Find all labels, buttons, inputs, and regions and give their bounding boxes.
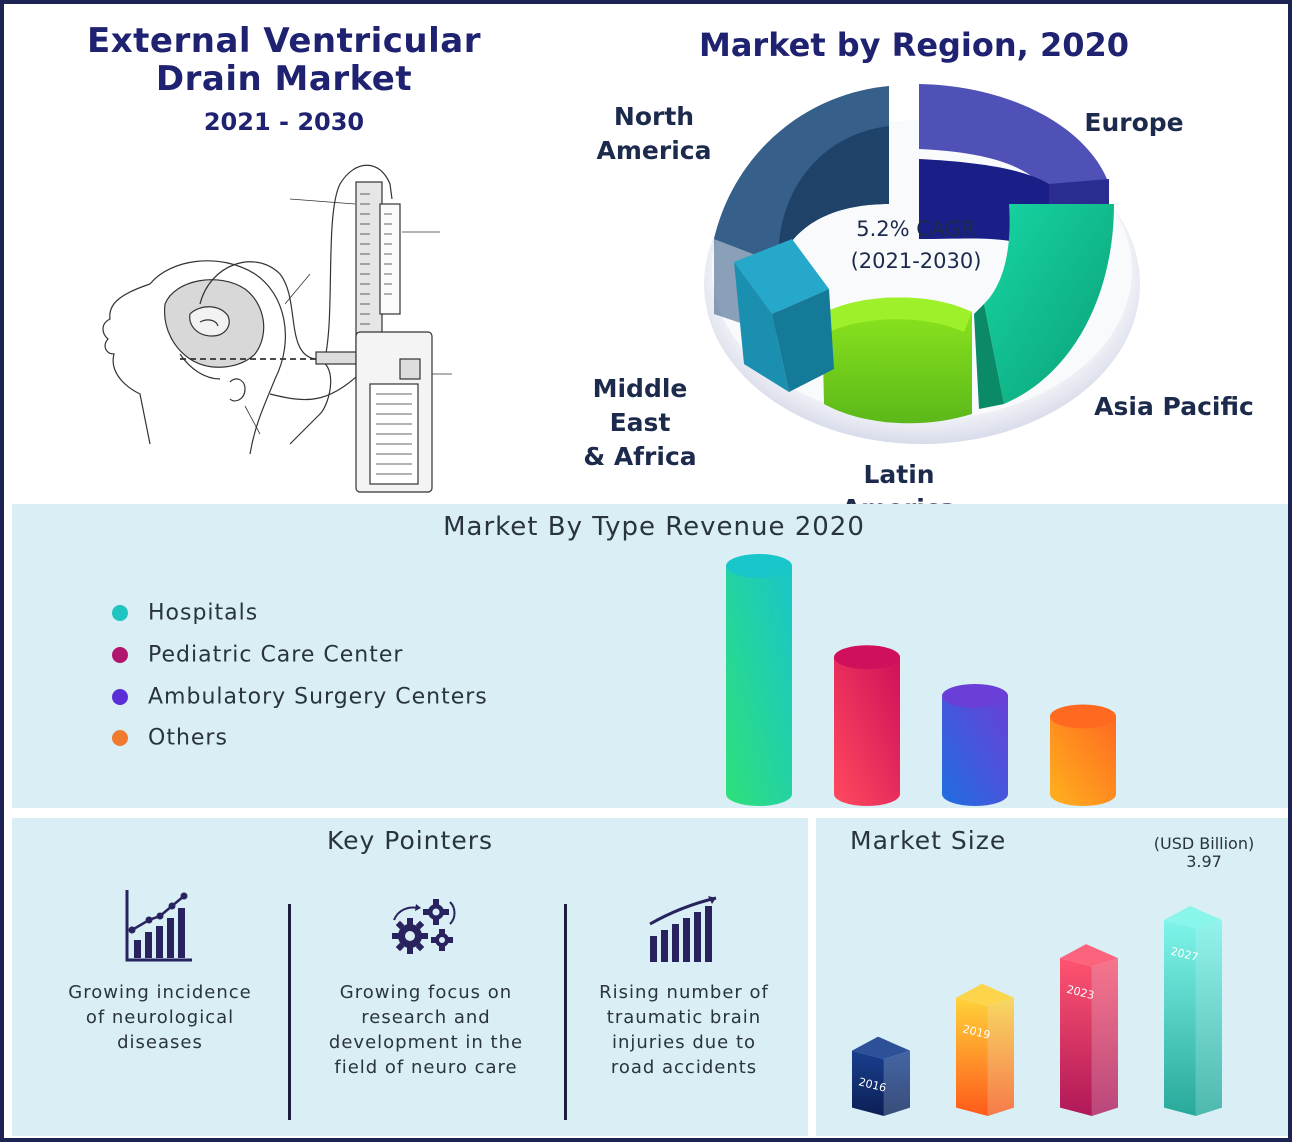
legend-dot-others: [112, 730, 128, 746]
type-bar-others: [1050, 716, 1116, 806]
size-bar-top-2023: [1060, 944, 1118, 967]
legend-item-ambulatory-surgery-centers: Ambulatory Surgery Centers: [112, 684, 488, 714]
pointer-divider-1: [288, 904, 291, 1120]
size-bar-front-2019: [956, 997, 988, 1116]
size-bar-front-2016: [852, 1050, 884, 1116]
type-revenue-cylinder-chart: [726, 554, 1116, 806]
key-pointer-2: Growing focus on research and developmen…: [328, 982, 524, 1078]
size-bar-side-2027: [1195, 920, 1222, 1116]
title-line-2: Drain Market: [155, 59, 413, 99]
region-donut-chart: 5.2% CAGR (2021-2030): [704, 84, 1140, 444]
market-size-2027-value: 3.97: [1186, 852, 1222, 871]
gears-icon: [392, 899, 456, 954]
legend-dot-hospitals: [112, 605, 128, 621]
evd-device-illustration: [102, 164, 452, 493]
type-bar-top-ambulatory-surgery-centers: [942, 683, 1008, 708]
type-bar-top-pediatric-care-center: [834, 645, 900, 670]
type-bar-ambulatory-surgery-centers: [942, 695, 1008, 806]
legend-dot-pediatric-care-center: [112, 647, 128, 663]
region-chart-title: Market by Region, 2020: [698, 26, 1130, 64]
legend-dot-ambulatory-surgery-centers: [112, 689, 128, 705]
legend-item-others: Others: [112, 725, 228, 755]
size-bar-side-2016: [883, 1050, 910, 1116]
label-middle-east-africa: Middle East & Africa: [583, 374, 697, 471]
type-revenue-title: Market By Type Revenue 2020: [443, 512, 865, 542]
pointer-divider-2: [564, 904, 567, 1120]
size-bar-top-2019: [956, 983, 1014, 1007]
size-bar-front-2027: [1164, 920, 1196, 1116]
legend-item-pediatric-care-center: Pediatric Care Center: [112, 642, 403, 672]
size-bar-front-2023: [1060, 958, 1092, 1116]
type-bar-top-others: [1050, 704, 1116, 729]
label-asia-pacific: Asia Pacific: [1094, 392, 1254, 421]
key-pointers-title: Key Pointers: [326, 826, 494, 855]
size-bar-side-2019: [987, 997, 1014, 1116]
size-bar-top-2016: [852, 1036, 910, 1060]
market-size-unit: (USD Billion): [1153, 834, 1255, 853]
slice-latin-america: [822, 297, 972, 424]
title-years: 2021 - 2030: [203, 108, 365, 136]
slice-asia-pacific: [974, 204, 1114, 409]
rising-bar-chart-icon: [125, 890, 192, 962]
page-title: External Ventricular Drain Market: [44, 22, 524, 98]
size-bar-top-2027: [1164, 906, 1222, 929]
key-pointers-section: [12, 818, 808, 1136]
type-bar-pediatric-care-center: [834, 657, 900, 806]
title-line-1: External Ventricular: [87, 21, 481, 61]
key-pointer-1: Growing incidence of neurological diseas…: [68, 982, 252, 1053]
cagr-value: 5.2% CAGR: [856, 217, 976, 241]
cagr-period: (2021-2030): [851, 249, 982, 273]
label-europe: Europe: [1084, 108, 1184, 137]
label-north-america: North America: [596, 102, 712, 165]
slice-middle-east-africa: [734, 239, 834, 392]
legend-item-hospitals: Hospitals: [112, 600, 258, 630]
type-bar-hospitals: [726, 566, 792, 806]
ascending-bars-icon: [649, 896, 717, 962]
market-size-title: Market Size: [850, 826, 1007, 855]
size-bar-side-2023: [1091, 958, 1118, 1116]
type-bar-top-hospitals: [726, 554, 792, 578]
key-pointer-3: Rising number of traumatic brain injurie…: [599, 982, 769, 1078]
